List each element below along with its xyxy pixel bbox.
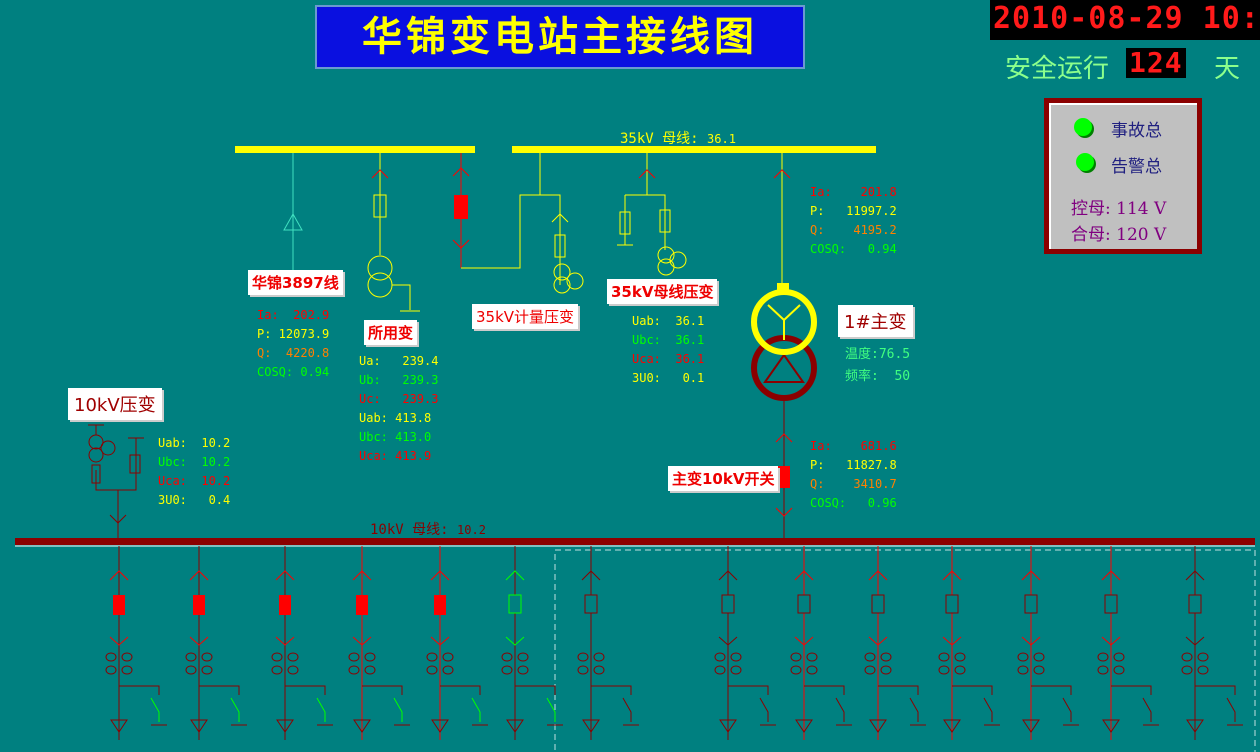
bus-pt-35kv-bay: [617, 153, 687, 276]
line-3897-label[interactable]: 华锦3897线: [248, 270, 343, 295]
breaker-closed[interactable]: [193, 595, 205, 615]
main-transformer-label[interactable]: 1#主变: [838, 305, 913, 337]
safe-run-label: 安全运行: [1005, 54, 1110, 84]
bus-35kv-right: [512, 146, 876, 153]
bus-35kv-label: 35kV 母线: 36.1: [620, 131, 736, 147]
warning-indicator-icon: [1076, 153, 1094, 171]
feeder-bay[interactable]: [790, 546, 852, 740]
feeder-bay[interactable]: [864, 546, 926, 740]
bus-pt-35kv-label[interactable]: 35kV母线压变: [607, 279, 718, 304]
breaker-open[interactable]: [584, 594, 598, 614]
breaker-open[interactable]: [508, 594, 522, 614]
warning-label[interactable]: 告警总: [1111, 157, 1162, 177]
feeder-bay[interactable]: [348, 546, 410, 740]
bus-35kv-left: [235, 146, 475, 153]
station-transformer-label[interactable]: 所用变: [364, 320, 418, 345]
breaker-closed[interactable]: [434, 595, 446, 615]
close-bus-voltage: 合母: 120 V: [1071, 225, 1167, 245]
metering-pt-label[interactable]: 35kV计量压变: [472, 304, 579, 329]
breaker-closed[interactable]: [113, 595, 125, 615]
fault-label[interactable]: 事故总: [1111, 121, 1162, 141]
breaker-closed[interactable]: [279, 595, 291, 615]
main-transformer-symbol[interactable]: [751, 153, 817, 541]
safe-run-unit: 天: [1214, 54, 1241, 84]
breaker-closed[interactable]: [356, 595, 368, 615]
breaker-open[interactable]: [945, 594, 959, 614]
breaker-open[interactable]: [1104, 594, 1118, 614]
breaker-open[interactable]: [721, 594, 735, 614]
bus-10kv-label: 10kV 母线: 10.2: [370, 522, 486, 538]
alarm-panel: 事故总 告警总 控母: 114 V 合母: 120 V: [1044, 98, 1202, 254]
feeder-bay[interactable]: [1097, 546, 1159, 740]
pt-10kv-label[interactable]: 10kV压变: [68, 388, 162, 420]
fault-indicator-icon: [1074, 118, 1092, 136]
breaker-open[interactable]: [797, 594, 811, 614]
line-3897-bay: [283, 153, 303, 270]
clock-display: 2010-08-29 10:38:39: [990, 0, 1260, 40]
feeder-bay[interactable]: [577, 546, 639, 740]
feeder-bay[interactable]: [1017, 546, 1079, 740]
main-switch-10kv-label[interactable]: 主变10kV开关: [668, 466, 779, 491]
breaker-open[interactable]: [1024, 594, 1038, 614]
tie-breaker-closed[interactable]: [454, 195, 468, 219]
bus-10kv: [15, 538, 1255, 545]
page-title: 华锦变电站主接线图: [315, 5, 805, 69]
feeder-bay[interactable]: [271, 546, 333, 740]
station-transformer-bay: [367, 153, 420, 312]
feeder-bay[interactable]: [1181, 546, 1243, 740]
ctrl-bus-voltage: 控母: 114 V: [1071, 199, 1167, 219]
pt-10kv-bay: [88, 424, 144, 541]
breaker-open[interactable]: [871, 594, 885, 614]
safe-run-days: 124: [1126, 48, 1186, 78]
main-10kv-breaker[interactable]: [778, 466, 790, 488]
feeder-bay[interactable]: [185, 546, 247, 740]
metering-pt-bay: [540, 194, 584, 294]
feeder-bay[interactable]: [938, 546, 1000, 740]
breaker-open[interactable]: [1188, 594, 1202, 614]
feeder-bay[interactable]: [426, 546, 488, 740]
feeder-bay[interactable]: [501, 546, 563, 740]
section-2-boundary: [554, 549, 1256, 752]
feeder-bay[interactable]: [105, 546, 167, 740]
feeder-bay[interactable]: [714, 546, 776, 740]
